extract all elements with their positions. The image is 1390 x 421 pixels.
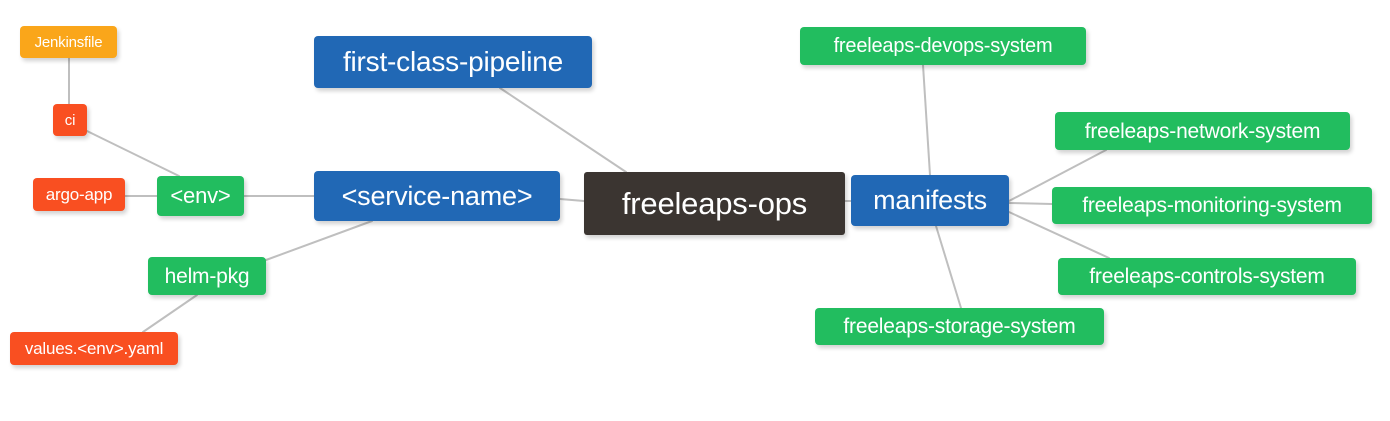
mindmap-edge <box>142 294 198 333</box>
mindmap-edge <box>86 130 180 177</box>
mindmap-node-values-yaml[interactable]: values.<env>.yaml <box>10 332 178 365</box>
mindmap-edge <box>922 64 931 176</box>
mindmap-edge <box>265 220 373 261</box>
mindmap-node-freeleaps-controls-system[interactable]: freeleaps-controls-system <box>1058 258 1356 295</box>
mindmap-node-first-class-pipeline[interactable]: first-class-pipeline <box>314 36 592 88</box>
mindmap-edge <box>935 225 962 309</box>
mindmap-edge <box>1008 202 1053 205</box>
mindmap-node-manifests[interactable]: manifests <box>851 175 1009 226</box>
mindmap-node-freeleaps-ops[interactable]: freeleaps-ops <box>584 172 845 235</box>
mindmap-node-ci[interactable]: ci <box>53 104 87 136</box>
mindmap-node-freeleaps-devops-system[interactable]: freeleaps-devops-system <box>800 27 1086 65</box>
mindmap-node-argo-app[interactable]: argo-app <box>33 178 125 211</box>
mindmap-node-freeleaps-network-system[interactable]: freeleaps-network-system <box>1055 112 1350 150</box>
mindmap-node-env[interactable]: <env> <box>157 176 244 216</box>
mindmap-edge <box>559 198 585 202</box>
mindmap-node-service-name[interactable]: <service-name> <box>314 171 560 221</box>
mindmap-node-helm-pkg[interactable]: helm-pkg <box>148 257 266 295</box>
mindmap-node-freeleaps-monitoring-system[interactable]: freeleaps-monitoring-system <box>1052 187 1372 224</box>
mindmap-edge <box>499 87 627 173</box>
mindmap-node-jenkinsfile[interactable]: Jenkinsfile <box>20 26 117 58</box>
mindmap-node-freeleaps-storage-system[interactable]: freeleaps-storage-system <box>815 308 1104 345</box>
